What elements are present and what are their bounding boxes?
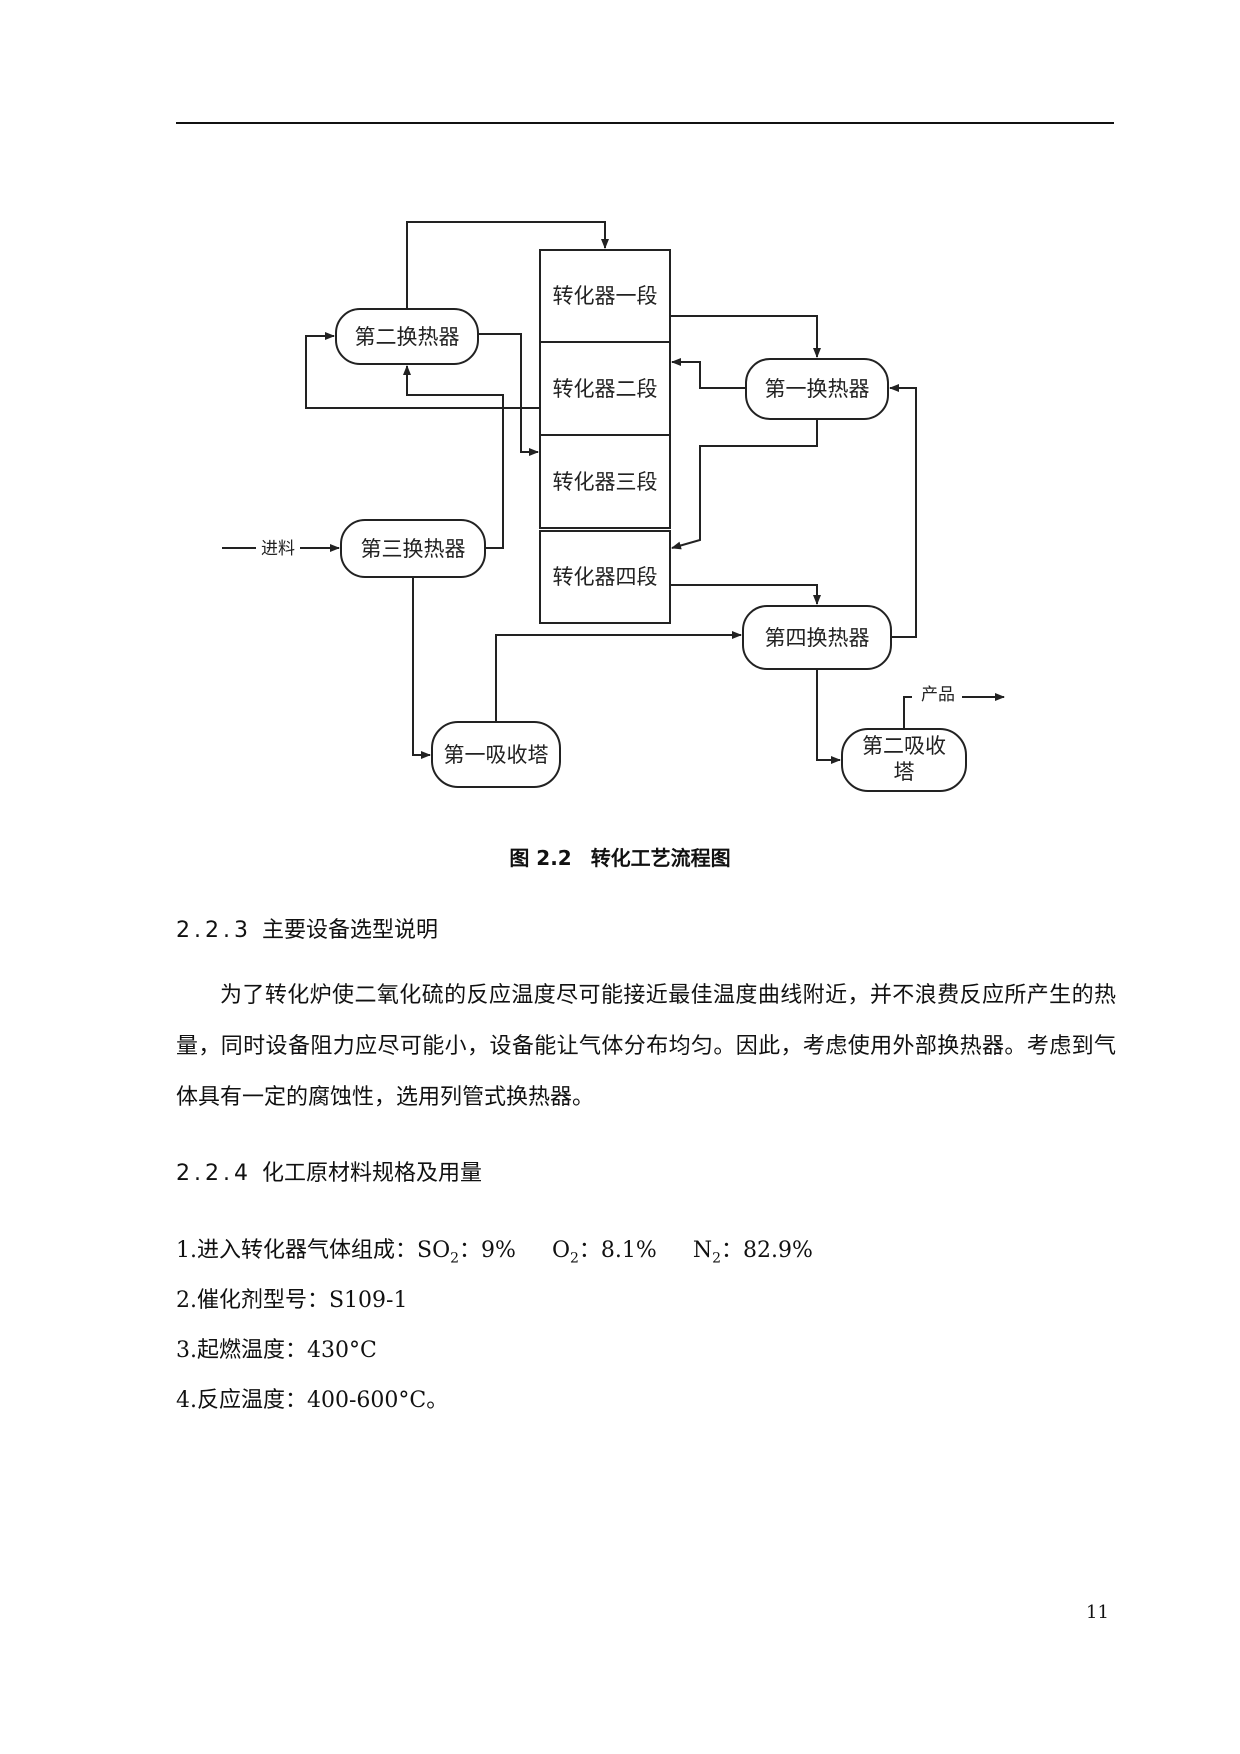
list-item-catalyst: 2.催化剂型号：S109-1 xyxy=(176,1288,408,1313)
reactor-column xyxy=(539,249,671,624)
n2-subscript: 2 xyxy=(712,1250,721,1267)
flow-line xyxy=(670,315,821,358)
flow-line xyxy=(670,584,821,605)
reactor-section-2 xyxy=(539,341,671,436)
figure-caption-number: 图 2.2 xyxy=(509,846,572,870)
so2-value: ：9% xyxy=(459,1238,516,1263)
section-title: 化工原材料规格及用量 xyxy=(261,1161,482,1186)
so2-label: SO xyxy=(417,1238,451,1263)
flow-line xyxy=(403,365,504,549)
fourth-heat-exchanger-label: 第四换热器 xyxy=(765,626,870,650)
figure-caption-title: 转化工艺流程图 xyxy=(590,846,731,870)
flow-line xyxy=(412,577,431,759)
page-number: 11 xyxy=(1086,1602,1109,1623)
flow-line xyxy=(889,384,917,638)
n2-label: N xyxy=(692,1238,713,1263)
second-heat-exchanger-label: 第二换热器 xyxy=(355,325,460,349)
second-absorber-label-line2: 塔 xyxy=(894,760,915,784)
flow-line xyxy=(671,358,746,389)
n2-value: ：82.9% xyxy=(720,1238,813,1263)
first-heat-exchanger-label: 第一换热器 xyxy=(765,377,870,401)
reactor-section-2-label: 转化器二段 xyxy=(553,377,658,401)
list-item-gas-composition: 1.进入转化器气体组成：SO2：9%O2：8.1%N2：82.9% xyxy=(176,1232,813,1266)
flow-line xyxy=(816,669,841,764)
section-heading-2-2-3: 2.2.3 主要设备选型说明 xyxy=(176,912,438,944)
o2-subscript: 2 xyxy=(569,1250,579,1267)
third-heat-exchanger-label: 第三换热器 xyxy=(361,537,466,561)
first-absorber-label: 第一吸收塔 xyxy=(444,743,549,767)
list-item-reaction-temperature: 4.反应温度：400-600°C。 xyxy=(176,1388,449,1413)
feed-label: 进料 xyxy=(261,539,295,559)
o2-label: O xyxy=(551,1238,570,1263)
flow-line xyxy=(671,419,818,550)
flow-lines xyxy=(222,221,1005,764)
reactor-section-4-label: 转化器四段 xyxy=(553,565,658,589)
reactor-section-4 xyxy=(539,530,671,624)
so2-subscript: 2 xyxy=(450,1250,460,1267)
body-paragraph: 为了转化炉使二氧化硫的反应温度尽可能接近最佳温度曲线附近，并不浪费反应所产生的热… xyxy=(176,983,1116,1110)
section-number: 2.2.4 xyxy=(176,1161,252,1186)
list-item-ignition-temperature: 3.起燃温度：430°C xyxy=(176,1338,377,1363)
second-absorber-label-line1: 第二吸收 xyxy=(862,734,946,758)
header-rule xyxy=(176,122,1114,124)
figure-caption: 图 2.2 转化工艺流程图 xyxy=(0,842,1240,871)
reactor-section-1-label: 转化器一段 xyxy=(553,284,658,308)
section-title: 主要设备选型说明 xyxy=(261,918,438,943)
section-heading-2-2-4: 2.2.4 化工原材料规格及用量 xyxy=(176,1155,482,1187)
flow-line xyxy=(305,332,540,409)
reactor-section-3-label: 转化器三段 xyxy=(553,470,658,494)
reactor-section-3 xyxy=(539,434,671,529)
o2-value: ：8.1% xyxy=(578,1238,657,1263)
flow-line xyxy=(478,333,539,456)
flow-line xyxy=(495,631,742,722)
product-label: 产品 xyxy=(921,685,955,705)
list-item-prefix: 1.进入转化器气体组成： xyxy=(176,1238,417,1263)
conversion-process-flowchart: 转化器一段 转化器二段 转化器三段 转化器四段 第二换热器 第一换热器 第三换热… xyxy=(222,221,1005,792)
section-number: 2.2.3 xyxy=(176,918,252,943)
flow-line xyxy=(406,221,609,309)
